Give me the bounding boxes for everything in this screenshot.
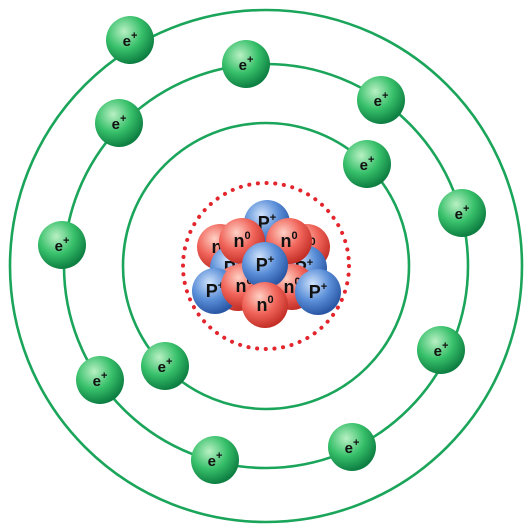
proton-particle: P+ [242, 242, 288, 288]
electron-shell-2: e+ [222, 40, 270, 88]
electron-shells: e+ e+ e+ e+ e+ e+ e+ e+ e+ e+ e+ e+ [38, 16, 486, 484]
electron-shell-3: e+ [106, 16, 154, 64]
svg-text:e+: e+ [360, 154, 375, 174]
electron-shell-3: e+ [38, 221, 86, 269]
svg-text:e+: e+ [374, 90, 389, 110]
svg-text:e+: e+ [158, 356, 173, 376]
electron-shell-2: e+ [417, 326, 465, 374]
svg-text:n0: n0 [256, 294, 273, 315]
svg-text:e+: e+ [112, 113, 127, 133]
neutron-particle: n0 [242, 282, 288, 328]
electron-shell-2: e+ [76, 356, 124, 404]
orbit-shell-1 [121, 121, 411, 411]
nucleus: n0n0P+P+P+n0n0n0n0P+P+n0P+n0 [192, 200, 341, 328]
svg-text:e+: e+ [208, 450, 223, 470]
svg-text:n0: n0 [233, 230, 250, 251]
svg-text:n0: n0 [280, 230, 297, 251]
svg-text:e+: e+ [239, 54, 254, 74]
svg-text:e+: e+ [434, 340, 449, 360]
svg-text:P+: P+ [309, 281, 327, 302]
svg-text:P+: P+ [256, 254, 274, 275]
orbit-shell-3 [8, 8, 524, 524]
electron-shell-1: e+ [343, 140, 391, 188]
electron-shell-2: e+ [95, 99, 143, 147]
svg-text:e+: e+ [455, 203, 470, 223]
svg-text:e+: e+ [123, 30, 138, 50]
electron-shell-1: e+ [141, 342, 189, 390]
svg-text:e+: e+ [93, 370, 108, 390]
svg-text:e+: e+ [345, 437, 360, 457]
proton-particle: P+ [295, 269, 341, 315]
electron-shell-2: e+ [328, 423, 376, 471]
electron-shell-2: e+ [357, 76, 405, 124]
nucleus-boundary [181, 181, 351, 351]
svg-text:e+: e+ [55, 235, 70, 255]
electron-shell-2: e+ [438, 189, 486, 237]
electron-shell-2: e+ [191, 436, 239, 484]
